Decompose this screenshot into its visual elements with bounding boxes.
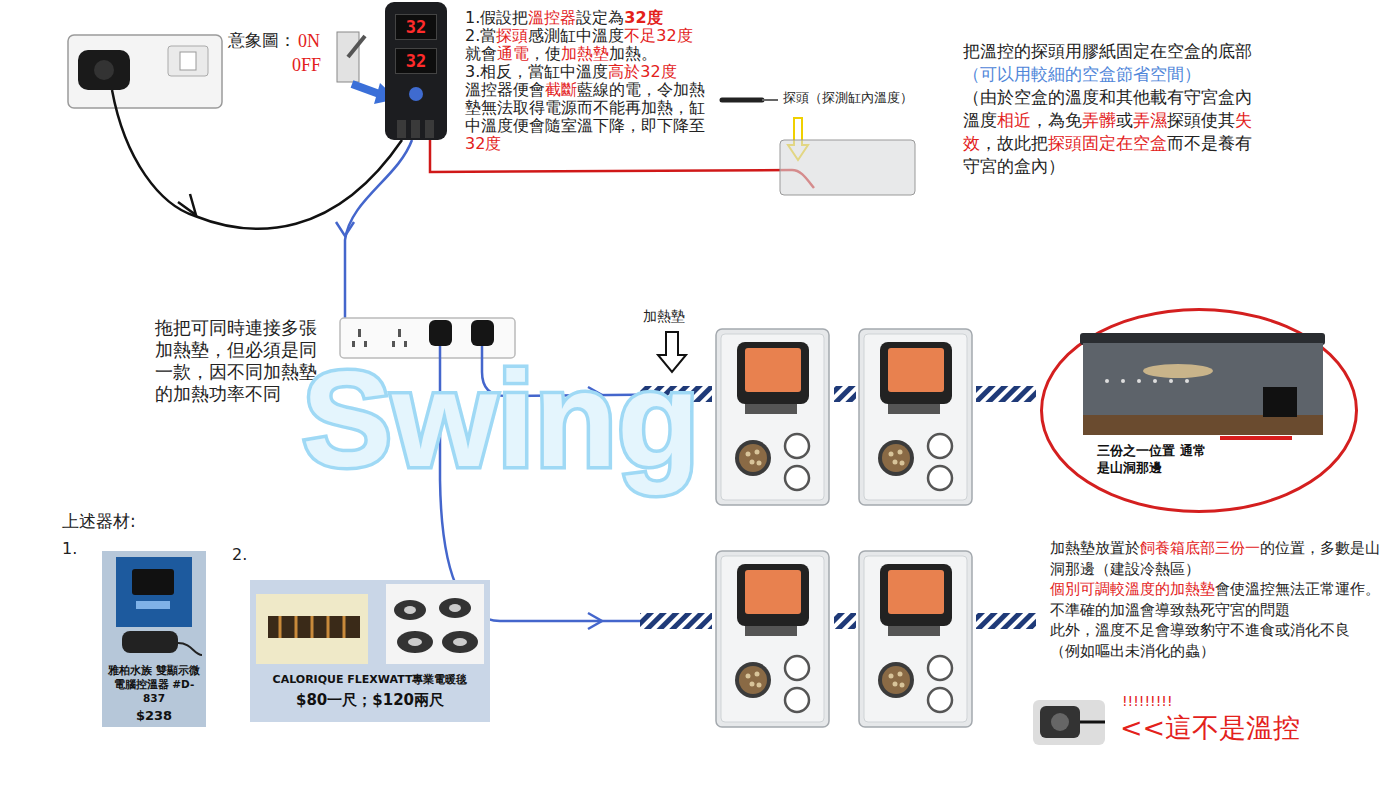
text-run: 32度: [465, 134, 501, 153]
callout-text: 三份之一位置 通常是山洞那邊: [1097, 442, 1215, 476]
switch-label: 0FF: [292, 55, 321, 76]
text-run: 探頭固定在空盒: [1048, 133, 1167, 153]
product-name: CALORIQUE FLEXWATT專業電暖毯: [254, 672, 486, 687]
switch-icon: [337, 32, 365, 82]
text-run: 弄髒: [1082, 110, 1116, 130]
text-run: 探頭使其: [1167, 110, 1235, 130]
explanation-text: 1.假設把溫控器設定為32度2.當探頭感測缸中溫度不足32度就會通電，使加熱墊加…: [465, 9, 705, 153]
text-run: ，使: [529, 44, 561, 63]
text-run: 不準確的加溫會導致熱死守宮的問題: [1050, 601, 1290, 619]
text-run: 加熱墊放置於: [1050, 539, 1140, 557]
temp-display: 32: [395, 48, 437, 74]
mat-label: 加熱墊: [643, 308, 685, 324]
text-run: 就會: [465, 44, 497, 63]
wire-arrow: [336, 222, 354, 236]
thermostat-device: 3232: [385, 2, 447, 140]
text-run: 加熱。: [609, 44, 657, 63]
switch-label: 0N: [298, 31, 320, 52]
text-run: 探頭: [496, 26, 528, 45]
text-run: 感測缸中溫度: [528, 26, 624, 45]
text-run: 把溫控的探頭用膠紙固定在空盒的底部: [963, 41, 1252, 61]
text-run: 設定為: [576, 8, 624, 27]
tank-photo: [1043, 311, 1355, 510]
product-panel: 雅柏水族 雙顯示微電腦控溫器 #D-837 $238: [102, 551, 206, 727]
text-run: 截斷: [545, 80, 577, 99]
text-run: 或: [1116, 110, 1133, 130]
text-run: 1.假設把: [465, 8, 528, 27]
text-run: （例如嘔出未消化的蟲）: [1050, 642, 1215, 660]
dimmer-icon: [1033, 700, 1105, 745]
wall-socket: [68, 35, 222, 108]
text-run: 個別可調較溫度的加熱墊: [1050, 580, 1215, 598]
text-run: ，故此把: [980, 133, 1048, 153]
cord-arrow: [178, 194, 196, 215]
text-run: 相近: [997, 110, 1031, 130]
warning-label: <<這不是溫控: [1120, 712, 1300, 743]
product-price: $238: [106, 707, 202, 724]
text-run: 3.相反，當缸中溫度: [465, 62, 608, 81]
probe-note: 把溫控的探頭用膠紙固定在空盒的底部（可以用較細的空盒節省空間）（由於空盒的溫度和…: [963, 40, 1255, 178]
empty-box: [780, 140, 915, 195]
text-run: 會使溫控無法正常運作。: [1215, 580, 1380, 598]
thermostat-photo: [102, 551, 206, 663]
text-run: 飼養箱底部三份一: [1140, 539, 1260, 557]
product-panel: CALORIQUE FLEXWATT專業電暖毯 $80一尺；$120兩尺: [250, 580, 490, 722]
text-run: 溫控器: [528, 8, 576, 27]
text-run: 溫控器便會: [465, 80, 545, 99]
text-run: 32度: [624, 8, 662, 27]
text-run: 弄濕: [1133, 110, 1167, 130]
text-run: 此外，溫度不足會導致豹守不進食或消化不良: [1050, 621, 1350, 639]
text-run: ，為免: [1031, 110, 1082, 130]
product-name: 雅柏水族 雙顯示微電腦控溫器 #D-837: [106, 663, 202, 705]
text-run: 不足32度: [624, 26, 692, 45]
placement-note: 加熱墊放置於飼養箱底部三份一的位置，多數是山洞那邊（建設冷熱區）個別可調較溫度的…: [1050, 538, 1392, 661]
text-run: （可以用較細的空盒節省空間）: [963, 64, 1201, 84]
product-price: $80一尺；$120兩尺: [254, 690, 486, 710]
section-heading: 上述器材:: [62, 512, 136, 532]
heat-mat-photo: [250, 580, 490, 668]
text-run: 高於32度: [608, 62, 676, 81]
text-run: 拖把可同時連接多張加熱墊，但必須是同一款，因不同加熱墊的加熱功率不同: [155, 317, 317, 404]
probe-label: 探頭（探測缸內溫度）: [783, 91, 913, 106]
caption-label: 意象圖：: [228, 31, 296, 51]
temp-display: 32: [395, 14, 437, 40]
watermark: Swing: [302, 352, 700, 487]
text-run: 加熱墊: [561, 44, 609, 63]
callout-number: 2.: [232, 546, 247, 564]
power-wire: [345, 140, 412, 320]
callout-number: 1.: [62, 540, 77, 558]
warning-marks: !!!!!!!!!: [1122, 693, 1173, 709]
probe-icon: [722, 100, 778, 101]
callout-ellipse: 三份之一位置 通常是山洞那邊: [1040, 308, 1358, 513]
strip-note: 拖把可同時連接多張加熱墊，但必須是同一款，因不同加熱墊的加熱功率不同: [155, 317, 327, 405]
wire-arrow: [588, 613, 602, 629]
gecko-tanks: [716, 329, 972, 727]
text-run: 2.當: [465, 26, 496, 45]
text-run: 通電: [497, 44, 529, 63]
